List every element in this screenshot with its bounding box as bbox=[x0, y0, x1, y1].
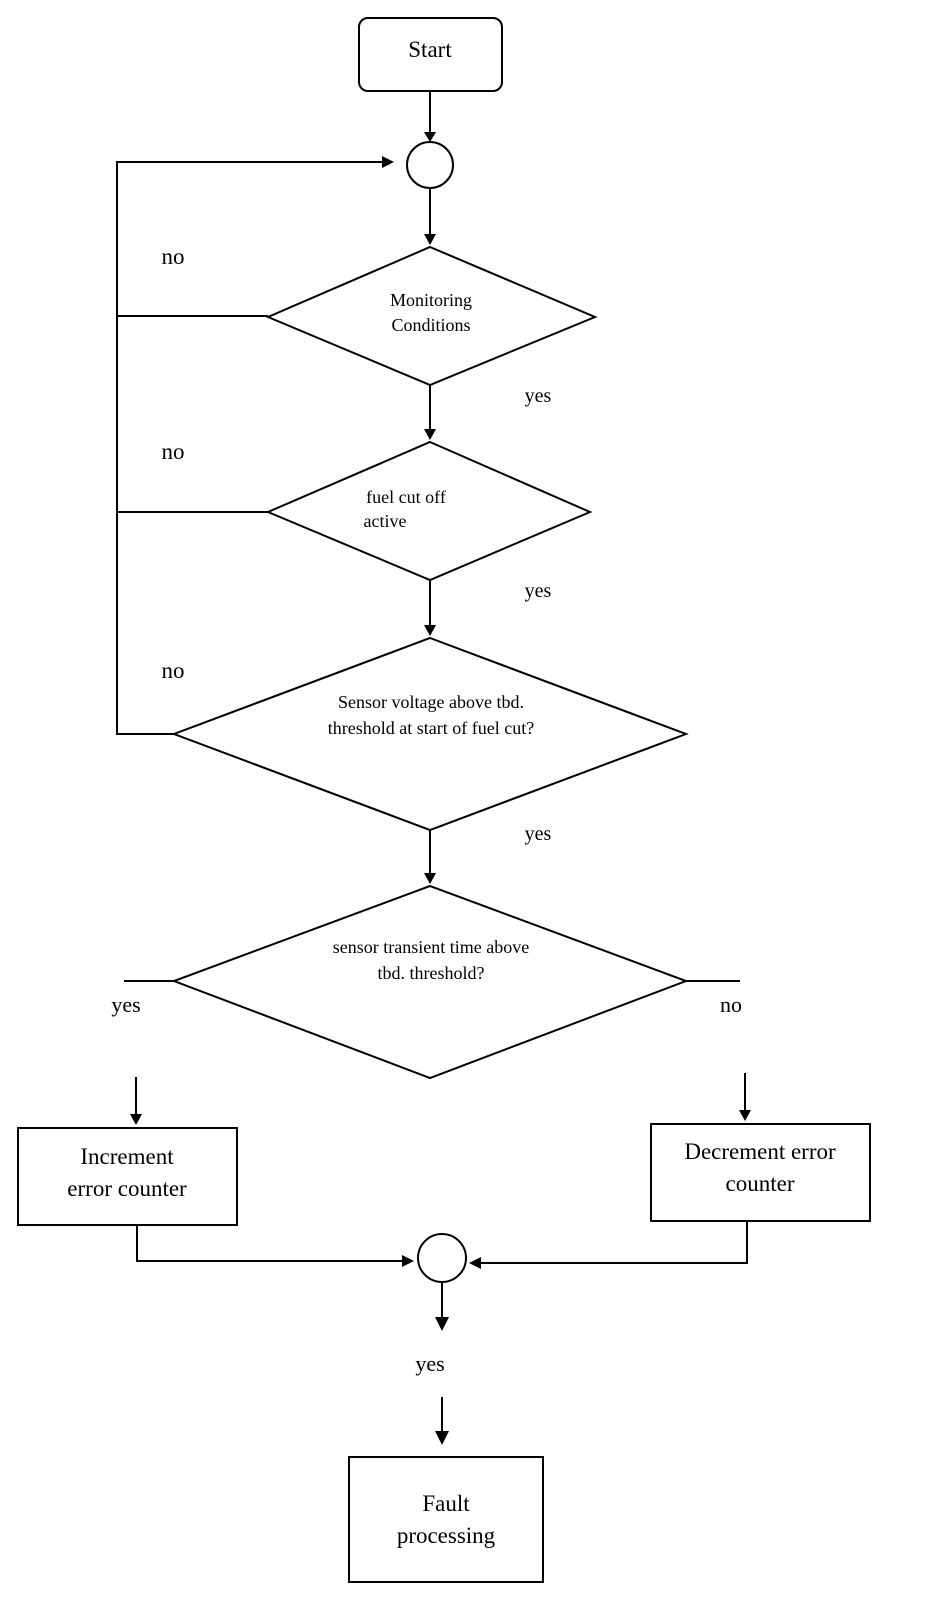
transient-yes-label: yes bbox=[111, 992, 140, 1017]
sensor-voltage-label-1: Sensor voltage above tbd. bbox=[338, 692, 524, 712]
arrowhead bbox=[435, 1431, 449, 1445]
no-feedback-loop bbox=[116, 161, 383, 735]
start-label: Start bbox=[408, 37, 452, 62]
sensor-voltage-label-2: threshold at start of fuel cut? bbox=[328, 718, 534, 738]
transient-label-2: tbd. threshold? bbox=[378, 963, 485, 983]
arrowhead bbox=[435, 1317, 449, 1331]
increment-label-2: error counter bbox=[67, 1176, 187, 1201]
monitoring-no-label: no bbox=[162, 244, 185, 269]
monitoring-label-2: Conditions bbox=[391, 315, 470, 335]
sensor-voltage-no-label: no bbox=[162, 658, 185, 683]
connector-increment-to-merge bbox=[136, 1225, 404, 1262]
fuel-cut-no-label: no bbox=[162, 439, 185, 464]
arrowhead bbox=[739, 1110, 751, 1121]
arrowhead bbox=[424, 234, 436, 245]
arrowhead bbox=[424, 625, 436, 636]
transient-label-1: sensor transient time above bbox=[333, 937, 529, 957]
monitoring-yes-label: yes bbox=[525, 385, 552, 407]
merge-junction bbox=[417, 1233, 467, 1283]
arrowhead bbox=[382, 156, 394, 168]
arrowhead bbox=[424, 132, 436, 142]
connector-decrement-to-merge bbox=[479, 1221, 748, 1264]
fault-label-2: processing bbox=[397, 1523, 496, 1548]
decrement-box bbox=[650, 1123, 871, 1222]
decrement-label-2: counter bbox=[726, 1171, 795, 1196]
transient-time-decision bbox=[171, 884, 689, 1080]
arrowhead bbox=[130, 1114, 142, 1125]
fuel-cut-decision bbox=[265, 440, 593, 582]
merge-yes-label: yes bbox=[415, 1351, 444, 1376]
fuel-cut-yes-label: yes bbox=[525, 580, 552, 602]
monitoring-label-1: Monitoring bbox=[390, 290, 472, 310]
fault-processing-box bbox=[348, 1456, 544, 1583]
arrowhead bbox=[402, 1255, 414, 1267]
arrowhead bbox=[424, 429, 436, 440]
fault-label-1: Fault bbox=[422, 1491, 470, 1516]
fuel-cut-label-2: active bbox=[364, 511, 407, 531]
increment-box bbox=[17, 1127, 238, 1226]
arrowhead bbox=[469, 1257, 481, 1269]
loop-junction bbox=[406, 141, 454, 189]
sensor-voltage-yes-label: yes bbox=[525, 823, 552, 845]
increment-label-1: Increment bbox=[80, 1144, 174, 1169]
fuel-cut-label-1: fuel cut off bbox=[366, 487, 446, 507]
arrowhead bbox=[424, 873, 436, 884]
decrement-label-1: Decrement error bbox=[684, 1139, 836, 1164]
transient-no-label: no bbox=[720, 992, 742, 1017]
